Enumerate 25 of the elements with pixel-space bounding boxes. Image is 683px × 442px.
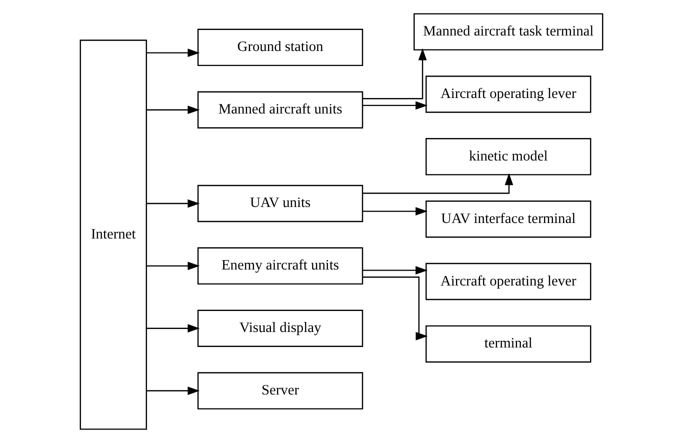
arrow	[362, 266, 428, 274]
arrow	[146, 386, 200, 394]
arrow	[362, 276, 428, 340]
arrow	[146, 105, 200, 114]
node-box: Ground station	[197, 28, 364, 66]
node-box: kinetic model	[426, 138, 592, 175]
arrow	[362, 48, 427, 99]
node-box: Server	[197, 372, 364, 409]
node-box: UAV units	[197, 184, 364, 222]
node-box: Manned aircraft task terminal	[414, 12, 604, 50]
node-box: terminal	[426, 324, 592, 362]
node-box: Aircraft operating lever	[426, 262, 592, 300]
node-box: Visual display	[197, 309, 364, 346]
arrow	[146, 48, 200, 57]
node-box: Internet	[80, 39, 147, 430]
node-box: Aircraft operating lever	[426, 75, 592, 112]
arrow	[362, 100, 428, 110]
arrow	[146, 324, 200, 332]
arrow	[146, 198, 200, 208]
arrow	[146, 261, 200, 270]
node-box: Manned aircraft units	[197, 90, 364, 128]
arrow	[362, 206, 428, 215]
node-box: UAV interface terminal	[426, 200, 592, 238]
node-box: Enemy aircraft units	[197, 246, 364, 284]
arrow	[362, 172, 514, 194]
